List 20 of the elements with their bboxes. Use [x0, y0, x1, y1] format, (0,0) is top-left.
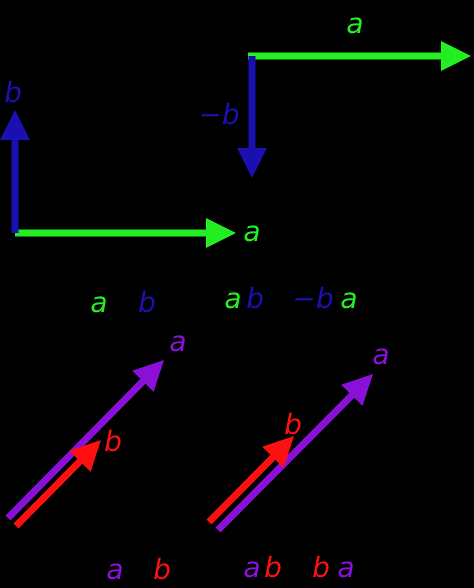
vector-label: a: [106, 556, 124, 584]
vector-label: a: [346, 10, 364, 38]
vector-label: b: [104, 428, 122, 456]
vector-label: a: [169, 328, 187, 356]
vector-label: a: [90, 289, 108, 317]
vector-label: b: [138, 289, 156, 317]
vector-label: a: [372, 341, 390, 369]
vector-label: −b: [292, 285, 334, 313]
vector-label: b: [284, 411, 302, 439]
vector-label: a: [243, 218, 261, 246]
vector-label: a: [243, 554, 261, 582]
vector-label: −b: [198, 101, 240, 129]
vector-label: a: [340, 285, 358, 313]
vector-label: a: [224, 285, 242, 313]
vector-label: b: [246, 285, 264, 313]
vector-label: b: [4, 79, 22, 107]
vector-label: a: [337, 554, 355, 582]
vector-label: b: [153, 556, 171, 584]
vector-label: b: [264, 554, 282, 582]
vector-label: b: [312, 554, 330, 582]
